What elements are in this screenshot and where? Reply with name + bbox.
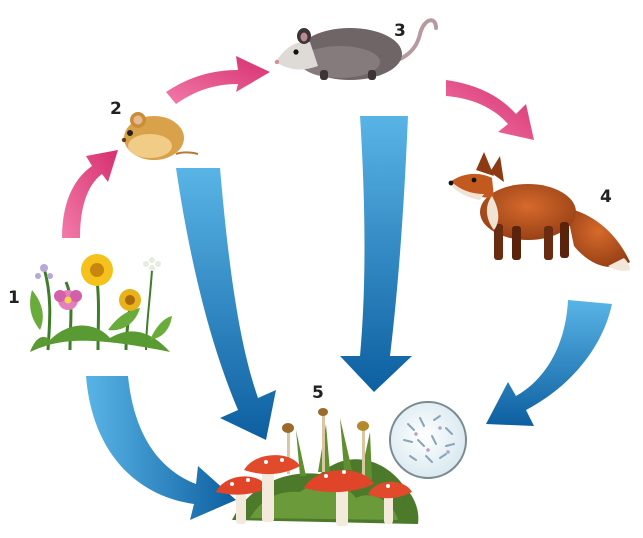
label-node-1: 1 (8, 288, 20, 308)
arrow-fox-to-microbes (486, 300, 612, 426)
opossum-icon (275, 20, 436, 80)
label-node-5: 5 (312, 383, 324, 403)
arrow-opossum-to-fox (446, 80, 534, 140)
arrow-hamster-to-opossum (166, 56, 270, 104)
node-fox: 4 (449, 152, 630, 271)
microorganisms-dish-icon (390, 402, 466, 478)
arrow-plants-to-decomposers (86, 376, 236, 520)
label-node-3: 3 (394, 21, 406, 41)
node-microbes (390, 402, 466, 478)
flowering-plants-icon (30, 254, 172, 352)
arrow-hamster-to-decomposers (176, 168, 276, 440)
hamster-icon (122, 112, 198, 160)
arrow-plants-to-hamster (62, 150, 118, 238)
fox-icon (449, 152, 630, 271)
arrow-opossum-to-decomposers (340, 116, 412, 392)
label-node-4: 4 (600, 187, 612, 207)
label-node-2: 2 (110, 99, 122, 119)
node-plants: 1 (8, 254, 172, 352)
node-opossum: 3 (275, 20, 436, 80)
node-hamster: 2 (110, 99, 198, 160)
